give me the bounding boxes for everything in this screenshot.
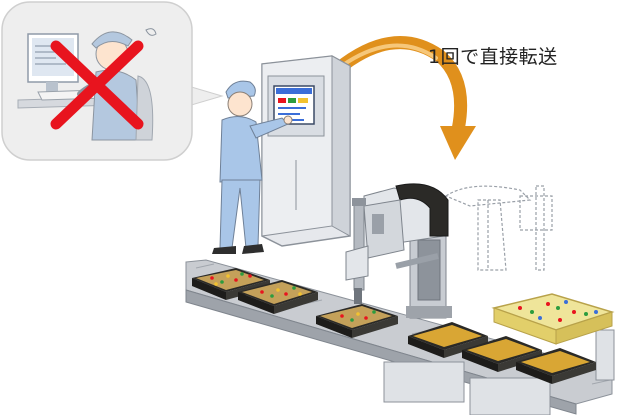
touch-panel — [273, 85, 315, 125]
operator-worker — [212, 80, 293, 254]
robot-ghost-outline — [444, 185, 553, 271]
parts-tray — [238, 280, 318, 314]
thought-bubble — [1, 1, 224, 161]
curved-arrow-icon — [325, 36, 476, 160]
empty-tray — [516, 348, 596, 384]
transfer-caption: 1回で直接転送 — [428, 46, 558, 68]
scara-robot — [345, 183, 452, 319]
control-cabinet — [261, 55, 351, 247]
empty-tray — [408, 322, 488, 358]
x-mark-icon — [50, 40, 144, 130]
filled-tray — [491, 293, 615, 345]
parts-tray — [192, 268, 270, 300]
parts-tray — [316, 304, 398, 338]
